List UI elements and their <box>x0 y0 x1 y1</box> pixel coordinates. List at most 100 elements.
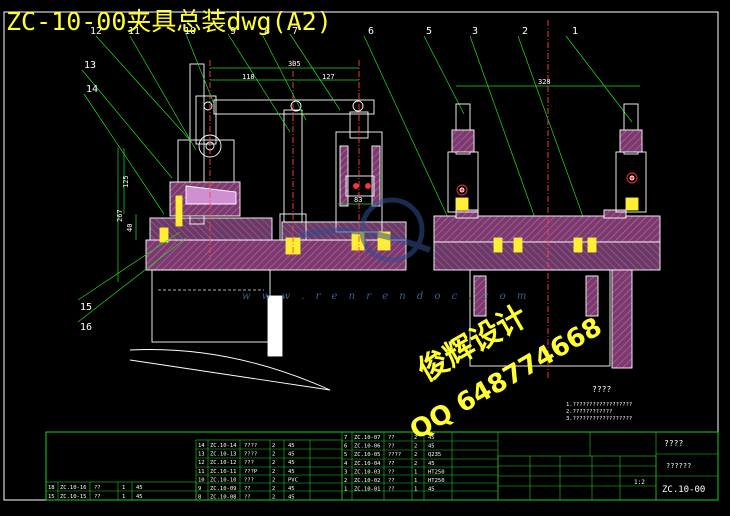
bom-cell-code: ZC.10-01 <box>354 487 381 493</box>
note-line-2: 2.???????????? <box>566 409 612 415</box>
bom-cell-qty: 2 <box>414 452 417 458</box>
bom-cell-no: 7 <box>344 435 347 441</box>
callout-8: 8 <box>264 26 270 37</box>
bom-cell-code: ZC.10-11 <box>210 469 237 475</box>
bom-cell-qty: 1 <box>414 469 417 475</box>
drawing-title: ZC-10-00夹具总装dwg(A2) <box>6 7 332 36</box>
bom-cell-code: ZC.10-08 <box>210 495 237 501</box>
bom-cell-name: ?? <box>388 435 395 441</box>
bom-cell-qty: 2 <box>272 452 275 458</box>
bom-cell-code: ZC.10-15 <box>60 494 87 500</box>
callout-10: 10 <box>184 26 196 37</box>
bom-cell-qty: 2 <box>272 469 275 475</box>
dim-118: 118 <box>242 73 255 81</box>
bom-cell-mat: 45 <box>136 485 143 491</box>
bom-grid <box>45 431 719 501</box>
bom-cell-qty: 2 <box>272 495 275 501</box>
dim-328: 328 <box>538 78 551 86</box>
bom-cell-qty: 1 <box>122 494 125 500</box>
bom-cell-mat: HT250 <box>428 478 445 484</box>
title-block: ???? ?????? ZC.10-00 1:2 <box>634 439 705 495</box>
callout-2: 2 <box>522 26 528 37</box>
bom-cell-code: ZC.10-09 <box>210 486 237 492</box>
bom-cell-mat: 45 <box>428 435 435 441</box>
bom-cell-mat: 45 <box>288 486 295 492</box>
bom-cell-qty: 2 <box>272 443 275 449</box>
bom-cell-mat: 45 <box>428 461 435 467</box>
watermark-site: w w w . r e n r e n d o c . c o m <box>242 291 531 302</box>
dim-267: 267 <box>116 209 124 222</box>
bom-cell-mat: 45 <box>288 460 295 466</box>
dimension-labels: 118 305 127 328 125 267 40 83 <box>116 60 551 232</box>
bom-cell-name: ?? <box>388 461 395 467</box>
bom-cell-qty: 2 <box>414 444 417 450</box>
bom-cell-code: ZC.10-05 <box>354 452 381 458</box>
bom-cell-mat: 45 <box>428 487 435 493</box>
title-block-scale: 1:2 <box>634 479 645 486</box>
bom-cell-no: 15 <box>48 494 55 500</box>
bom-cell-name: ?? <box>388 444 395 450</box>
bom-cell-mat: 45 <box>288 443 295 449</box>
bom-cell-name: ???P <box>244 469 258 475</box>
bom-cell-no: 3 <box>344 469 347 475</box>
bom-cell-code: ZC.10-16 <box>60 485 87 491</box>
bom-cell-mat: 45 <box>288 495 295 501</box>
callout-3: 3 <box>472 26 478 37</box>
dim-40: 40 <box>126 224 134 232</box>
bom-cell-qty: 2 <box>414 435 417 441</box>
bom-cell-no: 4 <box>344 461 348 467</box>
bom-cell-name: ?? <box>388 469 395 475</box>
bom-cell-no: 13 <box>198 452 205 458</box>
watermark-logo <box>299 197 432 263</box>
callout-7: 7 <box>292 26 298 37</box>
bom-cell-code: ZC.10-14 <box>210 443 237 449</box>
callout-12: 12 <box>90 26 102 37</box>
callout-11: 11 <box>128 26 140 37</box>
note-line-3: 3.?????????????????? <box>566 416 632 422</box>
bom-cell-code: ZC.10-12 <box>210 460 237 466</box>
bom-cell-name: ?? <box>94 494 101 500</box>
bom-cell-qty: 2 <box>272 460 275 466</box>
bom-cell-name: ?? <box>244 495 251 501</box>
bom-cell-mat: 45 <box>288 469 295 475</box>
bom-cell-no: 8 <box>198 495 201 501</box>
callout-6: 6 <box>368 26 374 37</box>
bom-cell-name: ???? <box>244 452 257 458</box>
bom-cell-no: 18 <box>48 485 55 491</box>
bom-cell-name: ?? <box>388 478 395 484</box>
bom-cell-mat: Q235 <box>428 452 441 458</box>
bom-cell-no: 5 <box>344 452 347 458</box>
bom-cell-qty: 1 <box>122 485 125 491</box>
bom-cell-name: ?? <box>388 487 395 493</box>
bom-cell-name: ?? <box>94 485 101 491</box>
callout-9: 9 <box>230 26 236 37</box>
bom-cell-qty: 2 <box>272 486 275 492</box>
bom-cell-no: 12 <box>198 460 205 466</box>
bom-cell-mat: 45 <box>428 444 435 450</box>
bom-cell-qty: 1 <box>414 478 417 484</box>
bom-cell-mat: 45 <box>288 452 295 458</box>
title-block-sub: ?????? <box>666 462 691 470</box>
bom-cell-qty: 1 <box>414 487 417 493</box>
dim-127: 127 <box>322 73 335 81</box>
bom-cell-code: ZC.10-10 <box>210 477 237 483</box>
bom-cell-name: ??? <box>244 477 254 483</box>
bom-cell-qty: 2 <box>414 461 417 467</box>
note-line-1: 1.?????????????????? <box>566 402 632 408</box>
bom-cell-code: ZC.10-13 <box>210 452 237 458</box>
bom-cell-name: ?? <box>244 486 251 492</box>
bom-cell-code: ZC.10-07 <box>354 435 381 441</box>
technical-notes: ???? 1.?????????????????? 2.????????????… <box>566 385 632 422</box>
dimensions-front <box>77 33 640 323</box>
callout-13: 13 <box>84 60 96 71</box>
bom-cell-no: 10 <box>198 477 205 483</box>
bom-cell-mat: HT250 <box>428 469 445 475</box>
dim-125: 125 <box>122 175 130 188</box>
dim-83: 83 <box>354 196 362 204</box>
notes-heading: ???? <box>592 385 611 394</box>
callout-14: 14 <box>86 84 98 95</box>
dim-305: 305 <box>288 60 301 68</box>
